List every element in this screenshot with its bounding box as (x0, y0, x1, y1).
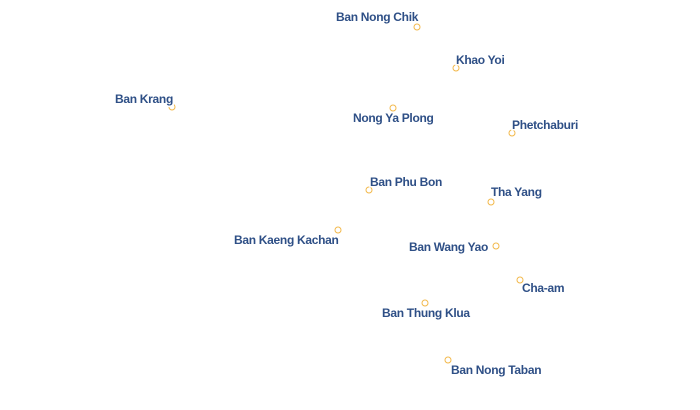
place-marker-icon[interactable] (421, 299, 429, 307)
place-label: Ban Nong Taban (451, 363, 542, 377)
place-label: Ban Krang (115, 92, 173, 106)
place-marker-icon[interactable] (413, 23, 421, 31)
place-marker-icon[interactable] (444, 356, 452, 364)
place-label: Ban Wang Yao (409, 240, 489, 254)
place-label: Ban Thung Klua (382, 306, 470, 320)
place-label: Ban Kaeng Kachan (234, 233, 339, 247)
place-label: Khao Yoi (456, 53, 505, 67)
place-label: Cha-am (522, 281, 565, 295)
place-marker-icon[interactable] (365, 186, 373, 194)
place-label: Ban Phu Bon (370, 175, 443, 189)
place-marker-icon[interactable] (508, 129, 516, 137)
place-marker-icon[interactable] (334, 226, 342, 234)
place-label: Nong Ya Plong (353, 111, 434, 125)
place-marker-icon[interactable] (492, 242, 500, 250)
place-marker-icon[interactable] (487, 198, 495, 206)
place-marker-icon[interactable] (168, 103, 176, 111)
place-label: Tha Yang (491, 185, 542, 199)
place-marker-icon[interactable] (452, 64, 460, 72)
place-marker-icon[interactable] (516, 276, 524, 284)
place-label: Phetchaburi (512, 118, 579, 132)
place-label: Ban Nong Chik (336, 10, 419, 24)
place-marker-icon[interactable] (389, 104, 397, 112)
